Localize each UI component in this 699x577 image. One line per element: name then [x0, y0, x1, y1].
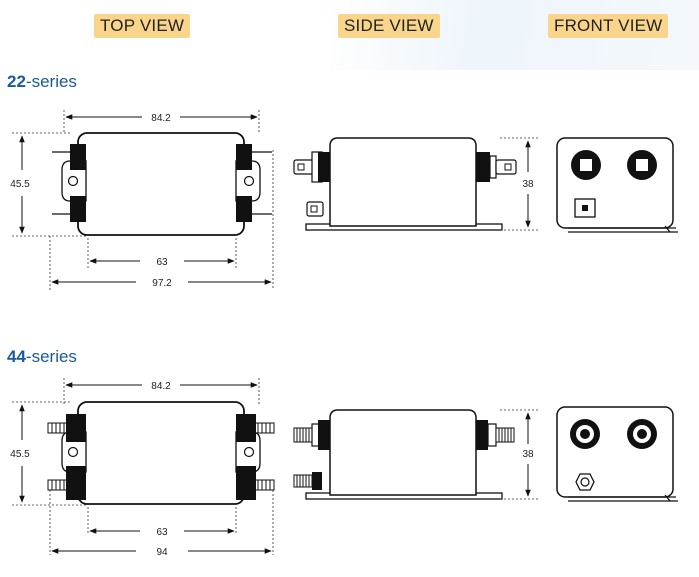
series-44-side-view: 38: [293, 409, 540, 500]
height-dim: 38: [522, 449, 534, 460]
front-view-heading: FRONT VIEW: [548, 14, 669, 38]
series-22-front-view: [556, 137, 678, 233]
series-44-front-view: [556, 406, 678, 502]
series-suffix: -series: [25, 72, 77, 91]
mount-spacing-dim: 63: [156, 527, 168, 538]
series-22-top-view: 84.2 45.5 63 97.2: [10, 110, 274, 290]
series-number: 22: [7, 72, 26, 91]
series-suffix: -series: [25, 347, 77, 366]
overall-length-dim: 97.2: [152, 278, 172, 289]
series-44-title: 44-series: [7, 347, 77, 367]
mount-spacing-dim: 63: [156, 257, 168, 268]
top-view-heading: TOP VIEW: [94, 14, 191, 38]
side-view-heading: SIDE VIEW: [338, 14, 440, 38]
width-dim: 45.5: [10, 449, 30, 460]
height-dim: 38: [522, 179, 534, 190]
series-number: 44: [7, 347, 26, 366]
series-44-top-view: 84.2 45.5 63 94: [10, 378, 275, 558]
top-length-dim: 84.2: [151, 381, 171, 392]
overall-length-dim: 94: [156, 547, 168, 558]
series-22-title: 22-series: [7, 72, 77, 92]
width-dim: 45.5: [10, 179, 30, 190]
series-22-side-view: 38: [293, 137, 540, 231]
top-length-dim: 84.2: [151, 113, 171, 124]
